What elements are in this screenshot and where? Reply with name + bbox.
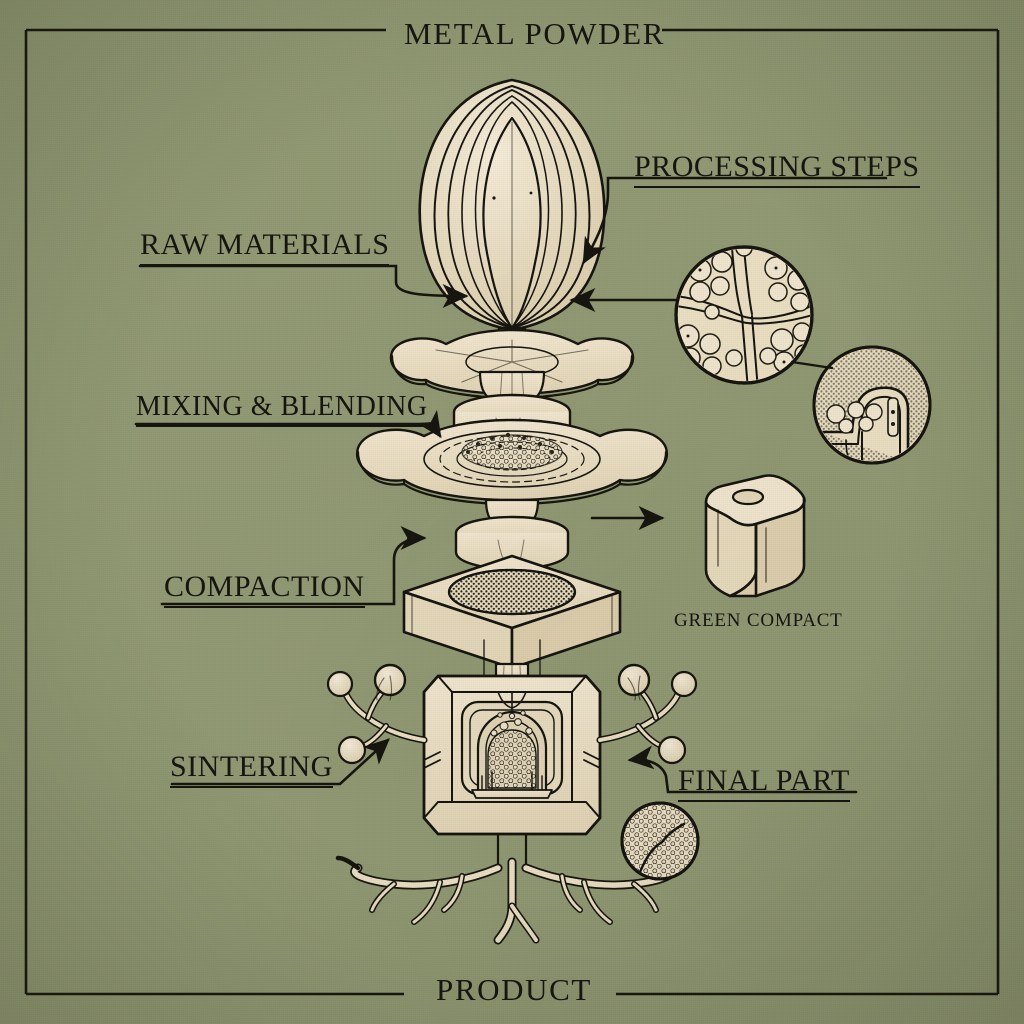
furnace-branch-left <box>326 663 428 765</box>
sintered-grain-inset <box>620 801 700 881</box>
microstructure-section-inset <box>812 345 932 465</box>
furnace-branch-right <box>596 663 698 765</box>
sintering-furnace-chamber <box>422 674 602 836</box>
label-raw-materials: RAW MATERIALS <box>140 228 390 266</box>
border-frame <box>24 28 1000 996</box>
leader-final-part <box>627 745 858 794</box>
label-sintering: SINTERING <box>170 750 333 788</box>
label-compaction: COMPACTION <box>164 570 365 608</box>
leader-sintering <box>170 738 390 786</box>
page-title-top: METAL POWDER <box>404 16 665 51</box>
leader-compaction <box>160 526 427 606</box>
label-processing-steps: PROCESSING STEPS <box>634 150 920 188</box>
mixing-flower-disc-lower-with-powder <box>355 418 669 530</box>
inset-connector <box>790 360 834 370</box>
leader-raw-materials <box>138 264 469 308</box>
leader-processing-steps <box>582 176 888 265</box>
flower-bud-raw-material <box>418 78 606 332</box>
microstructure-particles-inset <box>674 245 814 385</box>
leader-mixing <box>134 409 442 439</box>
green-compact-cube <box>704 474 806 598</box>
page-title-bottom: PRODUCT <box>436 972 592 1007</box>
label-final-part: FINAL PART <box>678 764 850 802</box>
leader-lines <box>134 176 888 794</box>
label-green-compact: GREEN COMPACT <box>674 610 843 631</box>
label-mixing-blending: MIXING & BLENDING <box>136 391 428 427</box>
compaction-die-block <box>402 554 622 677</box>
